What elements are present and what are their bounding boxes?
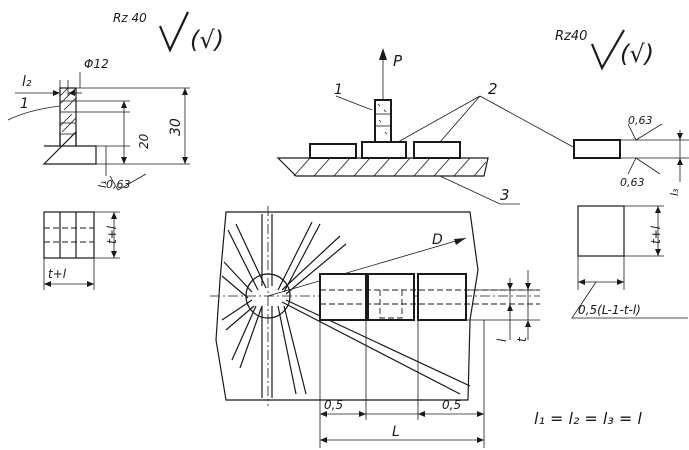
roughness-left-paren: (√) bbox=[190, 26, 224, 54]
leader-2: 2 bbox=[488, 80, 498, 98]
left-detail-top-view: t+l t+l bbox=[43, 211, 120, 290]
dim-20-label: 20 bbox=[137, 133, 151, 149]
roughness-symbol-left: Rz 40 (√) bbox=[113, 11, 224, 54]
top-063-label: 0,63 bbox=[628, 114, 653, 127]
check-mark-icon bbox=[590, 29, 625, 71]
dim-big-l: L bbox=[392, 424, 400, 440]
l1-label: l₁ bbox=[96, 181, 109, 188]
roughness-right-value: Rz40 bbox=[555, 29, 587, 44]
dim-right-05: 0,5 bbox=[442, 398, 461, 412]
square-height-label: t+l bbox=[105, 225, 119, 244]
l3-label: l₃ bbox=[668, 188, 681, 196]
leader-1-center: 1 bbox=[334, 82, 343, 98]
dim-30-label: 30 bbox=[168, 118, 184, 136]
roughness-symbol-right: Rz40 (√) bbox=[555, 29, 654, 71]
roughness-063-left: 0,63 bbox=[106, 178, 131, 191]
diameter-label: Φ12 bbox=[84, 57, 109, 71]
dim-left-05: 0,5 bbox=[324, 398, 343, 412]
l2-label: l₂ bbox=[22, 74, 32, 90]
roughness-left-value: Rz 40 bbox=[113, 11, 147, 25]
force-p-label: P bbox=[393, 52, 403, 70]
leader-1-left: 1 bbox=[20, 96, 29, 112]
plan-dim-l: l bbox=[495, 338, 509, 342]
check-mark-icon bbox=[158, 11, 189, 53]
diameter-d-label: D bbox=[432, 232, 443, 248]
bottom-063-label: 0,63 bbox=[620, 176, 645, 189]
plan-view: D l t 0,5 0,5 L bbox=[210, 206, 540, 448]
right-square-height: t+l bbox=[649, 225, 663, 244]
right-detail: l₃ 0,63 0,63 t+l 0,5(L-1-t-l) bbox=[571, 114, 689, 319]
equation-label: l₁ = l₂ = l₃ = l bbox=[534, 409, 642, 428]
formula-label: 0,5(L-1-t-l) bbox=[578, 303, 641, 317]
roughness-right-paren: (√) bbox=[620, 40, 654, 68]
square-width-label: t+l bbox=[48, 267, 67, 281]
center-assembly-view: P 1 2 3 bbox=[276, 48, 576, 205]
plan-dim-t: t bbox=[515, 336, 529, 342]
leader-3: 3 bbox=[500, 186, 510, 204]
left-detail-side-view: 30 20 Φ12 l₂ 1 l₁ 0,63 bbox=[7, 57, 190, 191]
